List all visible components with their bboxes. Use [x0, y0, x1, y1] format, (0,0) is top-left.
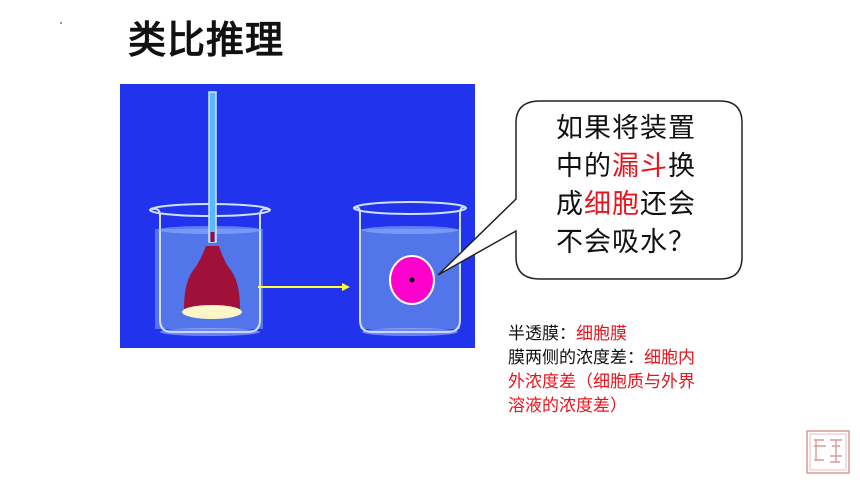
speech-bubble [437, 100, 743, 280]
arrow-head [342, 283, 350, 291]
note-concentration-cont: 外浓度差（细胞质与外界 [508, 372, 695, 392]
bubble-text-segment: 成 [556, 189, 584, 220]
highlight-cell: 细胞 [584, 189, 640, 220]
highlight-funnel: 漏斗 [612, 151, 668, 182]
bubble-line-4: 不会吸水？ [556, 227, 696, 258]
membrane [182, 305, 242, 319]
glass-tube [208, 91, 217, 243]
note-value: 细胞膜 [576, 324, 627, 344]
note-membrane: 半透膜：细胞膜 [508, 322, 768, 346]
note-concentration-end: 溶液的浓度差） [508, 396, 627, 416]
slide-title: 类比推理 [128, 18, 285, 62]
bubble-text-segment: 换 [668, 151, 696, 182]
bubble-question: 如果将装置 中的漏斗换 成细胞还会 不会吸水？ [556, 110, 746, 262]
notes: 半透膜：细胞膜 膜两侧的浓度差：细胞内 外浓度差（细胞质与外界 溶液的浓度差） [508, 322, 768, 418]
note-value: 细胞内 [644, 348, 695, 368]
bubble-line-2: 中的漏斗换 [556, 148, 746, 186]
note-concentration: 膜两侧的浓度差：细胞内 [508, 346, 768, 370]
seal-stamp [806, 430, 850, 474]
note-label: 膜两侧的浓度差： [508, 348, 644, 368]
stray-dot [60, 22, 62, 24]
bubble-text-segment: 中的 [556, 151, 612, 182]
note-label: 半透膜： [508, 324, 576, 344]
osmosis-illustration [120, 84, 475, 348]
bubble-line-1: 如果将装置 [556, 113, 696, 144]
bubble-text-segment: 还会 [640, 189, 696, 220]
cell-nucleus [409, 277, 415, 283]
funnel-solution [184, 246, 240, 309]
bubble-line-3: 成细胞还会 [556, 186, 746, 224]
